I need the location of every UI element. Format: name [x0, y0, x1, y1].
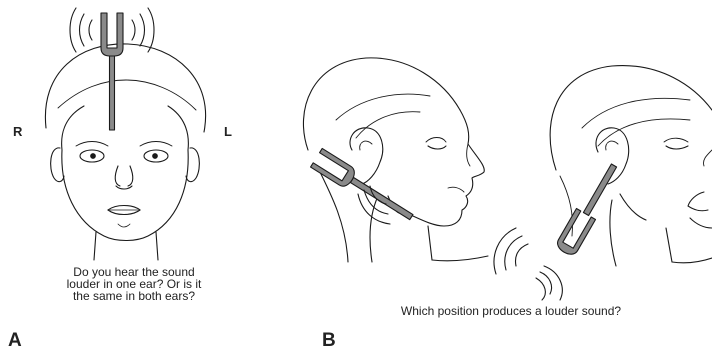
weber-face-drawing	[45, 44, 205, 260]
rinne-air-conduction-profile	[550, 66, 712, 266]
right-side-label: R	[13, 124, 22, 139]
left-side-label: L	[224, 124, 232, 139]
mastoid-tuning-fork-icon	[311, 148, 418, 226]
panel-b-label: B	[322, 330, 336, 352]
panel-a-label: A	[8, 330, 22, 352]
panel-a-caption-line: the same in both ears?	[42, 290, 226, 302]
air-conduction-sound-waves-icon	[494, 228, 562, 300]
weber-tuning-fork-icon	[101, 13, 123, 130]
panel-a-caption: Do you hear the sound louder in one ear?…	[42, 266, 226, 302]
air-conduction-tuning-fork-icon	[554, 160, 623, 258]
panel-b-caption: Which position produces a louder sound?	[346, 305, 676, 317]
